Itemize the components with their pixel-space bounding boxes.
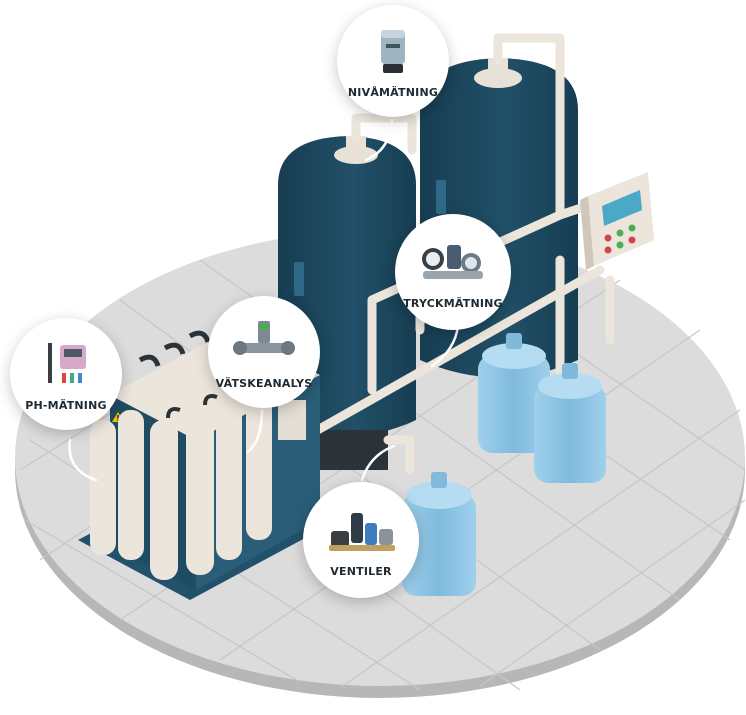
pressure-gauges-icon bbox=[422, 244, 483, 279]
callout-level-measurement[interactable]: NIVÅMÄTNING bbox=[337, 5, 449, 117]
callout-label: PH-MÄTNING bbox=[25, 398, 107, 412]
water-bottle-front bbox=[402, 472, 476, 596]
level-sensor-icon bbox=[381, 29, 405, 73]
callout-pressure-measurement[interactable]: TRYCKMÄTNING bbox=[395, 214, 511, 330]
ph-meter-icon bbox=[48, 342, 86, 383]
callout-liquid-analysis[interactable]: VÄTSKEANALYS bbox=[208, 296, 320, 408]
control-panel bbox=[580, 172, 654, 270]
water-bottles-back bbox=[478, 333, 606, 483]
callout-label: VENTILER bbox=[330, 564, 392, 578]
warning-sign-text: ! bbox=[116, 414, 120, 423]
callout-valves[interactable]: VENTILER bbox=[303, 482, 419, 598]
callout-label: VÄTSKEANALYS bbox=[215, 376, 313, 390]
valves-icon bbox=[329, 512, 395, 551]
callout-arrows bbox=[68, 118, 460, 482]
callout-ph-measurement[interactable]: PH-MÄTNING bbox=[10, 318, 122, 430]
callout-label: NIVÅMÄTNING bbox=[347, 85, 439, 99]
flow-meter-icon bbox=[233, 320, 295, 355]
callout-label: TRYCKMÄTNING bbox=[403, 296, 503, 310]
